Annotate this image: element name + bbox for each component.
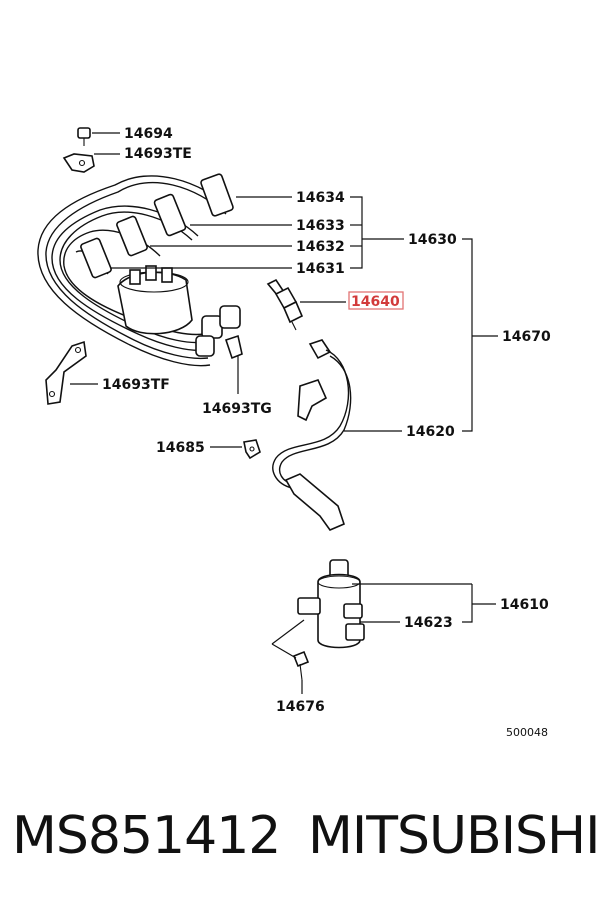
product-footer: MS851412 MITSUBISHI: [0, 800, 600, 880]
label-14685: 14685: [156, 440, 205, 456]
label-14693TF: 14693TF: [102, 377, 170, 393]
brand-name: MITSUBISHI: [308, 806, 600, 866]
label-14676: 14676: [276, 699, 325, 715]
label-14623: 14623: [404, 615, 453, 631]
bolt-14676: [292, 650, 310, 681]
bolt-14694: [77, 127, 91, 146]
drawing-number: 500048: [506, 726, 548, 739]
label-14693TG: 14693TG: [202, 401, 272, 417]
label-14634: 14634: [296, 190, 345, 206]
label-14632: 14632: [296, 239, 345, 255]
bracket-14693TF: [45, 340, 87, 405]
part-number: MS851412: [12, 806, 281, 866]
label-14620: 14620: [406, 424, 455, 440]
label-14670: 14670: [502, 329, 551, 345]
label-14640: 14640: [351, 294, 400, 310]
coil-cable-14620: [272, 339, 352, 531]
highlight-box-14640: [348, 291, 404, 310]
label-14694: 14694: [124, 126, 173, 142]
label-14630: 14630: [408, 232, 457, 248]
ignition-coil-14610: [297, 559, 365, 649]
clamp-14693TE: [62, 153, 95, 173]
label-14633: 14633: [296, 218, 345, 234]
spark-plug-14640: [266, 278, 304, 331]
label-14631: 14631: [296, 261, 345, 277]
clip-14685: [243, 439, 261, 460]
label-14693TE: 14693TE: [124, 146, 192, 162]
label-14610: 14610: [500, 597, 549, 613]
ignition-cable-set: [37, 173, 241, 367]
clamp-14693TG: [224, 334, 243, 360]
